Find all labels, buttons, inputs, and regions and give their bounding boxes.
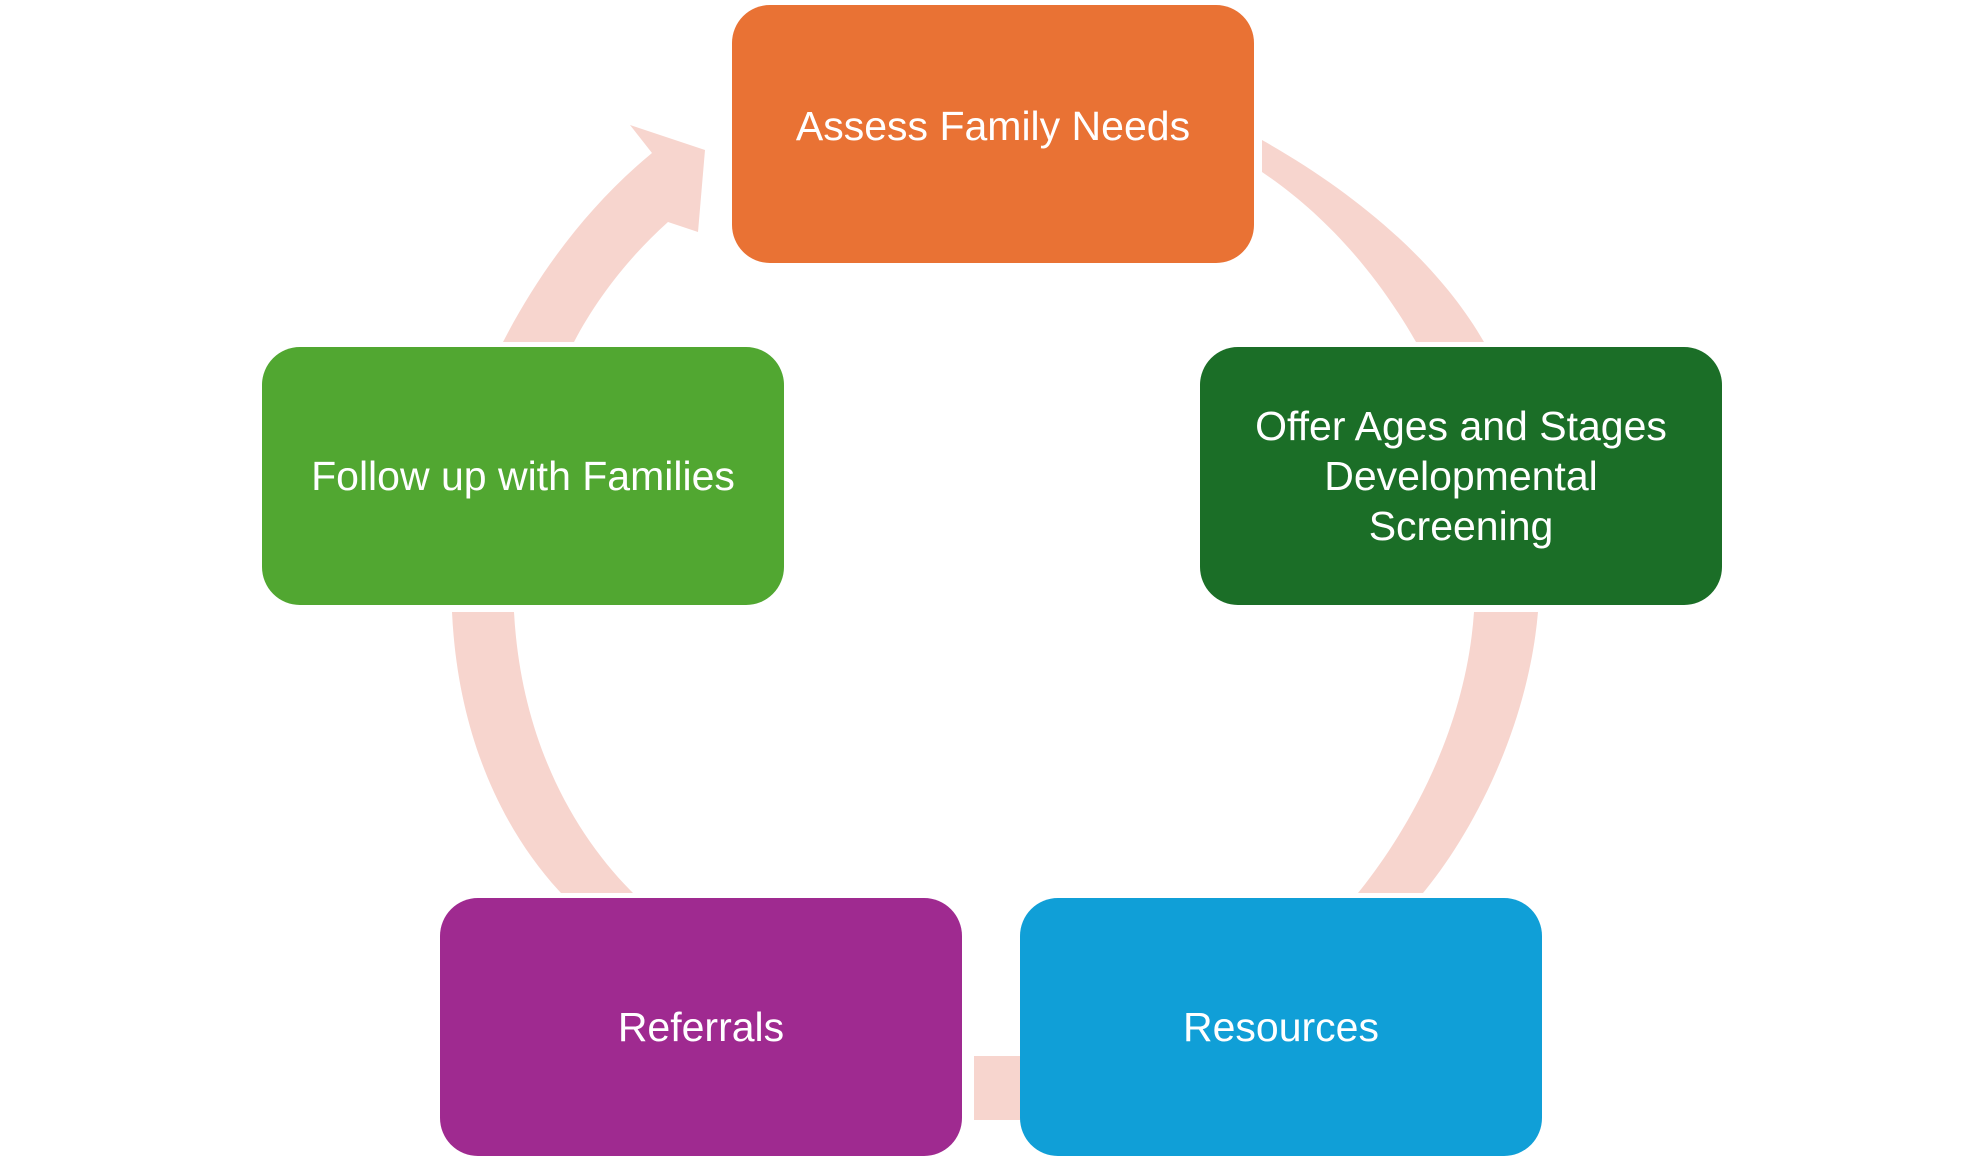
connector-resources-to-referrals — [974, 1056, 1021, 1120]
node-referrals: Referrals — [440, 898, 962, 1156]
node-label: Assess Family Needs — [795, 103, 1191, 149]
node-assess-family-needs: Assess Family Needs — [732, 5, 1254, 263]
node-label: Referrals — [617, 1004, 785, 1050]
connector-offer-to-resources — [1358, 612, 1538, 893]
connector-follow-to-assess — [503, 125, 705, 342]
node-resources: Resources — [1020, 898, 1542, 1156]
node-label: Resources — [1183, 1004, 1379, 1050]
node-follow-up-with-families: Follow up with Families — [262, 347, 784, 605]
node-label: Follow up with Families — [311, 453, 735, 499]
node-offer-ages-and-stages: Offer Ages and Stages Developmental Scre… — [1200, 347, 1722, 605]
connector-assess-to-offer — [1262, 140, 1484, 342]
node-label: Offer Ages and Stages Developmental Scre… — [1255, 403, 1667, 549]
connector-referrals-to-follow — [452, 612, 633, 893]
